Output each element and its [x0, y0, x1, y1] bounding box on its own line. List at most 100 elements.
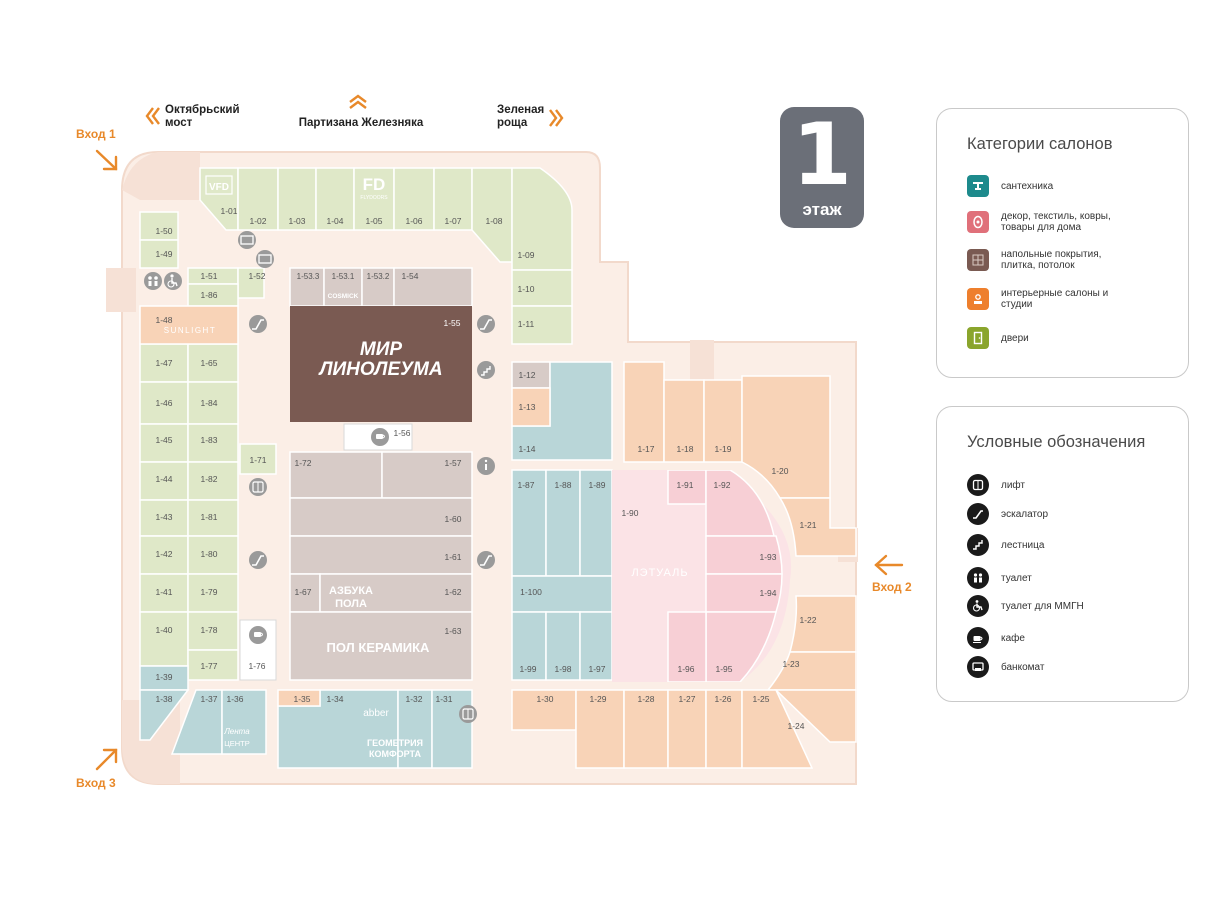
symbol-accessible-toilet[interactable]: туалет для ММГН — [967, 595, 1131, 617]
unit-1-84[interactable] — [187, 381, 239, 425]
atm-symbol[interactable] — [238, 231, 256, 249]
unit-1-13[interactable] — [511, 387, 551, 427]
label-1-22: 1-22 — [799, 615, 816, 625]
unit-1-41[interactable] — [139, 573, 189, 613]
symbol-cafe[interactable]: кафе — [967, 627, 1131, 649]
label-1-71: 1-71 — [249, 455, 266, 465]
unit-1-08[interactable] — [471, 167, 513, 263]
unit-1-82[interactable] — [187, 461, 239, 501]
elevator-symbol[interactable] — [249, 478, 267, 496]
category-studios[interactable]: интерьерные салоны и студии — [967, 288, 1131, 310]
unit-1-04[interactable] — [315, 167, 355, 231]
unit-1-30[interactable] — [511, 689, 577, 731]
unit-1-63[interactable] — [289, 611, 473, 681]
vfd-logo: VFD — [205, 175, 233, 195]
unit-1-32[interactable] — [397, 689, 433, 769]
unit-1-98[interactable] — [545, 611, 581, 681]
category-doors[interactable]: двери — [967, 327, 1131, 349]
unit-1-03[interactable] — [277, 167, 317, 231]
unit-1-29[interactable] — [575, 689, 625, 769]
geometria-line2: КОМФОРТА — [369, 749, 421, 759]
unit-1-10[interactable] — [511, 269, 573, 307]
unit-1-62[interactable] — [319, 573, 473, 613]
unit-1-65[interactable] — [187, 343, 239, 383]
category-decor[interactable]: декор, текстиль, ковры, товары для дома — [967, 211, 1131, 233]
unit-1-26[interactable] — [705, 689, 743, 769]
unit-1-01[interactable] — [199, 167, 239, 231]
unit-1-11[interactable] — [511, 305, 573, 345]
unit-1-35[interactable] — [277, 689, 321, 707]
accessible-toilet-symbol[interactable] — [164, 272, 182, 290]
cafe-symbol[interactable] — [371, 428, 389, 446]
atm-symbol[interactable] — [256, 250, 274, 268]
unit-1-52[interactable] — [237, 267, 265, 299]
symbol-stairs[interactable]: лестница — [967, 534, 1131, 556]
unit-1-71[interactable] — [239, 443, 277, 475]
unit-1-24[interactable] — [774, 689, 857, 743]
escalator-symbol[interactable] — [249, 551, 267, 569]
unit-1-48[interactable] — [139, 305, 239, 345]
symbol-toilet[interactable]: туалет — [967, 567, 1131, 589]
category-plumbing[interactable]: сантехника — [967, 175, 1131, 197]
unit-1-18[interactable] — [663, 379, 705, 463]
unit-1-19[interactable] — [703, 379, 743, 463]
unit-1-97[interactable] — [579, 611, 613, 681]
info-symbol[interactable] — [477, 457, 495, 475]
unit-1-89[interactable] — [579, 469, 613, 577]
label-1-26: 1-26 — [714, 694, 731, 704]
entrance-1-label[interactable]: Вход 1 — [76, 127, 116, 141]
category-flooring[interactable]: напольные покрытия, плитка, потолок — [967, 249, 1131, 271]
center-logo-text: ЦЕНТР — [224, 739, 250, 748]
unit-1-60[interactable] — [289, 497, 473, 537]
unit-1-78[interactable] — [187, 611, 239, 651]
label-1-11: 1-11 — [518, 319, 535, 329]
unit-1-40[interactable] — [139, 611, 189, 667]
unit-1-95[interactable] — [705, 611, 777, 682]
unit-1-53-3[interactable] — [289, 267, 325, 307]
unit-1-83[interactable] — [187, 423, 239, 463]
toilet-symbol[interactable] — [144, 272, 162, 290]
entrance-3-label[interactable]: Вход 3 — [76, 776, 116, 790]
escalator-symbol[interactable] — [477, 551, 495, 569]
unit-1-81[interactable] — [187, 499, 239, 537]
unit-1-05[interactable] — [353, 167, 395, 231]
unit-1-96[interactable] — [667, 611, 707, 682]
label-1-42: 1-42 — [155, 549, 172, 559]
symbol-label: лестница — [1001, 539, 1045, 551]
direction-left-label: Октябрьский мост — [165, 104, 240, 129]
unit-1-77[interactable] — [187, 649, 239, 681]
unit-1-02[interactable] — [237, 167, 279, 231]
unit-1-99[interactable] — [511, 611, 547, 681]
symbol-elevator[interactable]: лифт — [967, 474, 1131, 496]
symbol-label: туалет — [1001, 572, 1032, 584]
symbol-atm[interactable]: банкомат — [967, 656, 1131, 678]
unit-1-80[interactable] — [187, 535, 239, 575]
unit-1-47[interactable] — [139, 343, 189, 383]
unit-1-36[interactable] — [221, 689, 267, 755]
symbol-escalator[interactable]: эскалатор — [967, 503, 1131, 525]
stairs-symbol[interactable] — [477, 361, 495, 379]
escalator-symbol[interactable] — [477, 315, 495, 333]
unit-1-72[interactable] — [289, 451, 383, 499]
unit-1-46[interactable] — [139, 381, 189, 425]
entrance-2-label[interactable]: Вход 2 — [872, 580, 912, 594]
elevator-symbol[interactable] — [459, 705, 477, 723]
unit-1-39[interactable] — [139, 665, 189, 691]
unit-1-09[interactable] — [511, 167, 573, 271]
unit-1-55[interactable] — [290, 306, 472, 422]
unit-1-87[interactable] — [511, 469, 547, 577]
unit-1-17[interactable] — [623, 361, 665, 463]
label-1-98: 1-98 — [554, 664, 571, 674]
unit-1-38[interactable] — [139, 689, 190, 741]
escalator-symbol[interactable] — [249, 315, 267, 333]
unit-1-27[interactable] — [667, 689, 707, 769]
cafe-symbol[interactable] — [249, 626, 267, 644]
unit-1-21[interactable] — [778, 497, 857, 557]
unit-1-54[interactable] — [393, 267, 473, 307]
unit-1-25[interactable] — [741, 689, 814, 769]
unit-1-53-2[interactable] — [361, 267, 395, 307]
unit-1-31[interactable] — [431, 689, 473, 769]
unit-1-49[interactable] — [139, 239, 179, 269]
unit-1-79[interactable] — [187, 573, 239, 613]
unit-1-88[interactable] — [545, 469, 581, 577]
